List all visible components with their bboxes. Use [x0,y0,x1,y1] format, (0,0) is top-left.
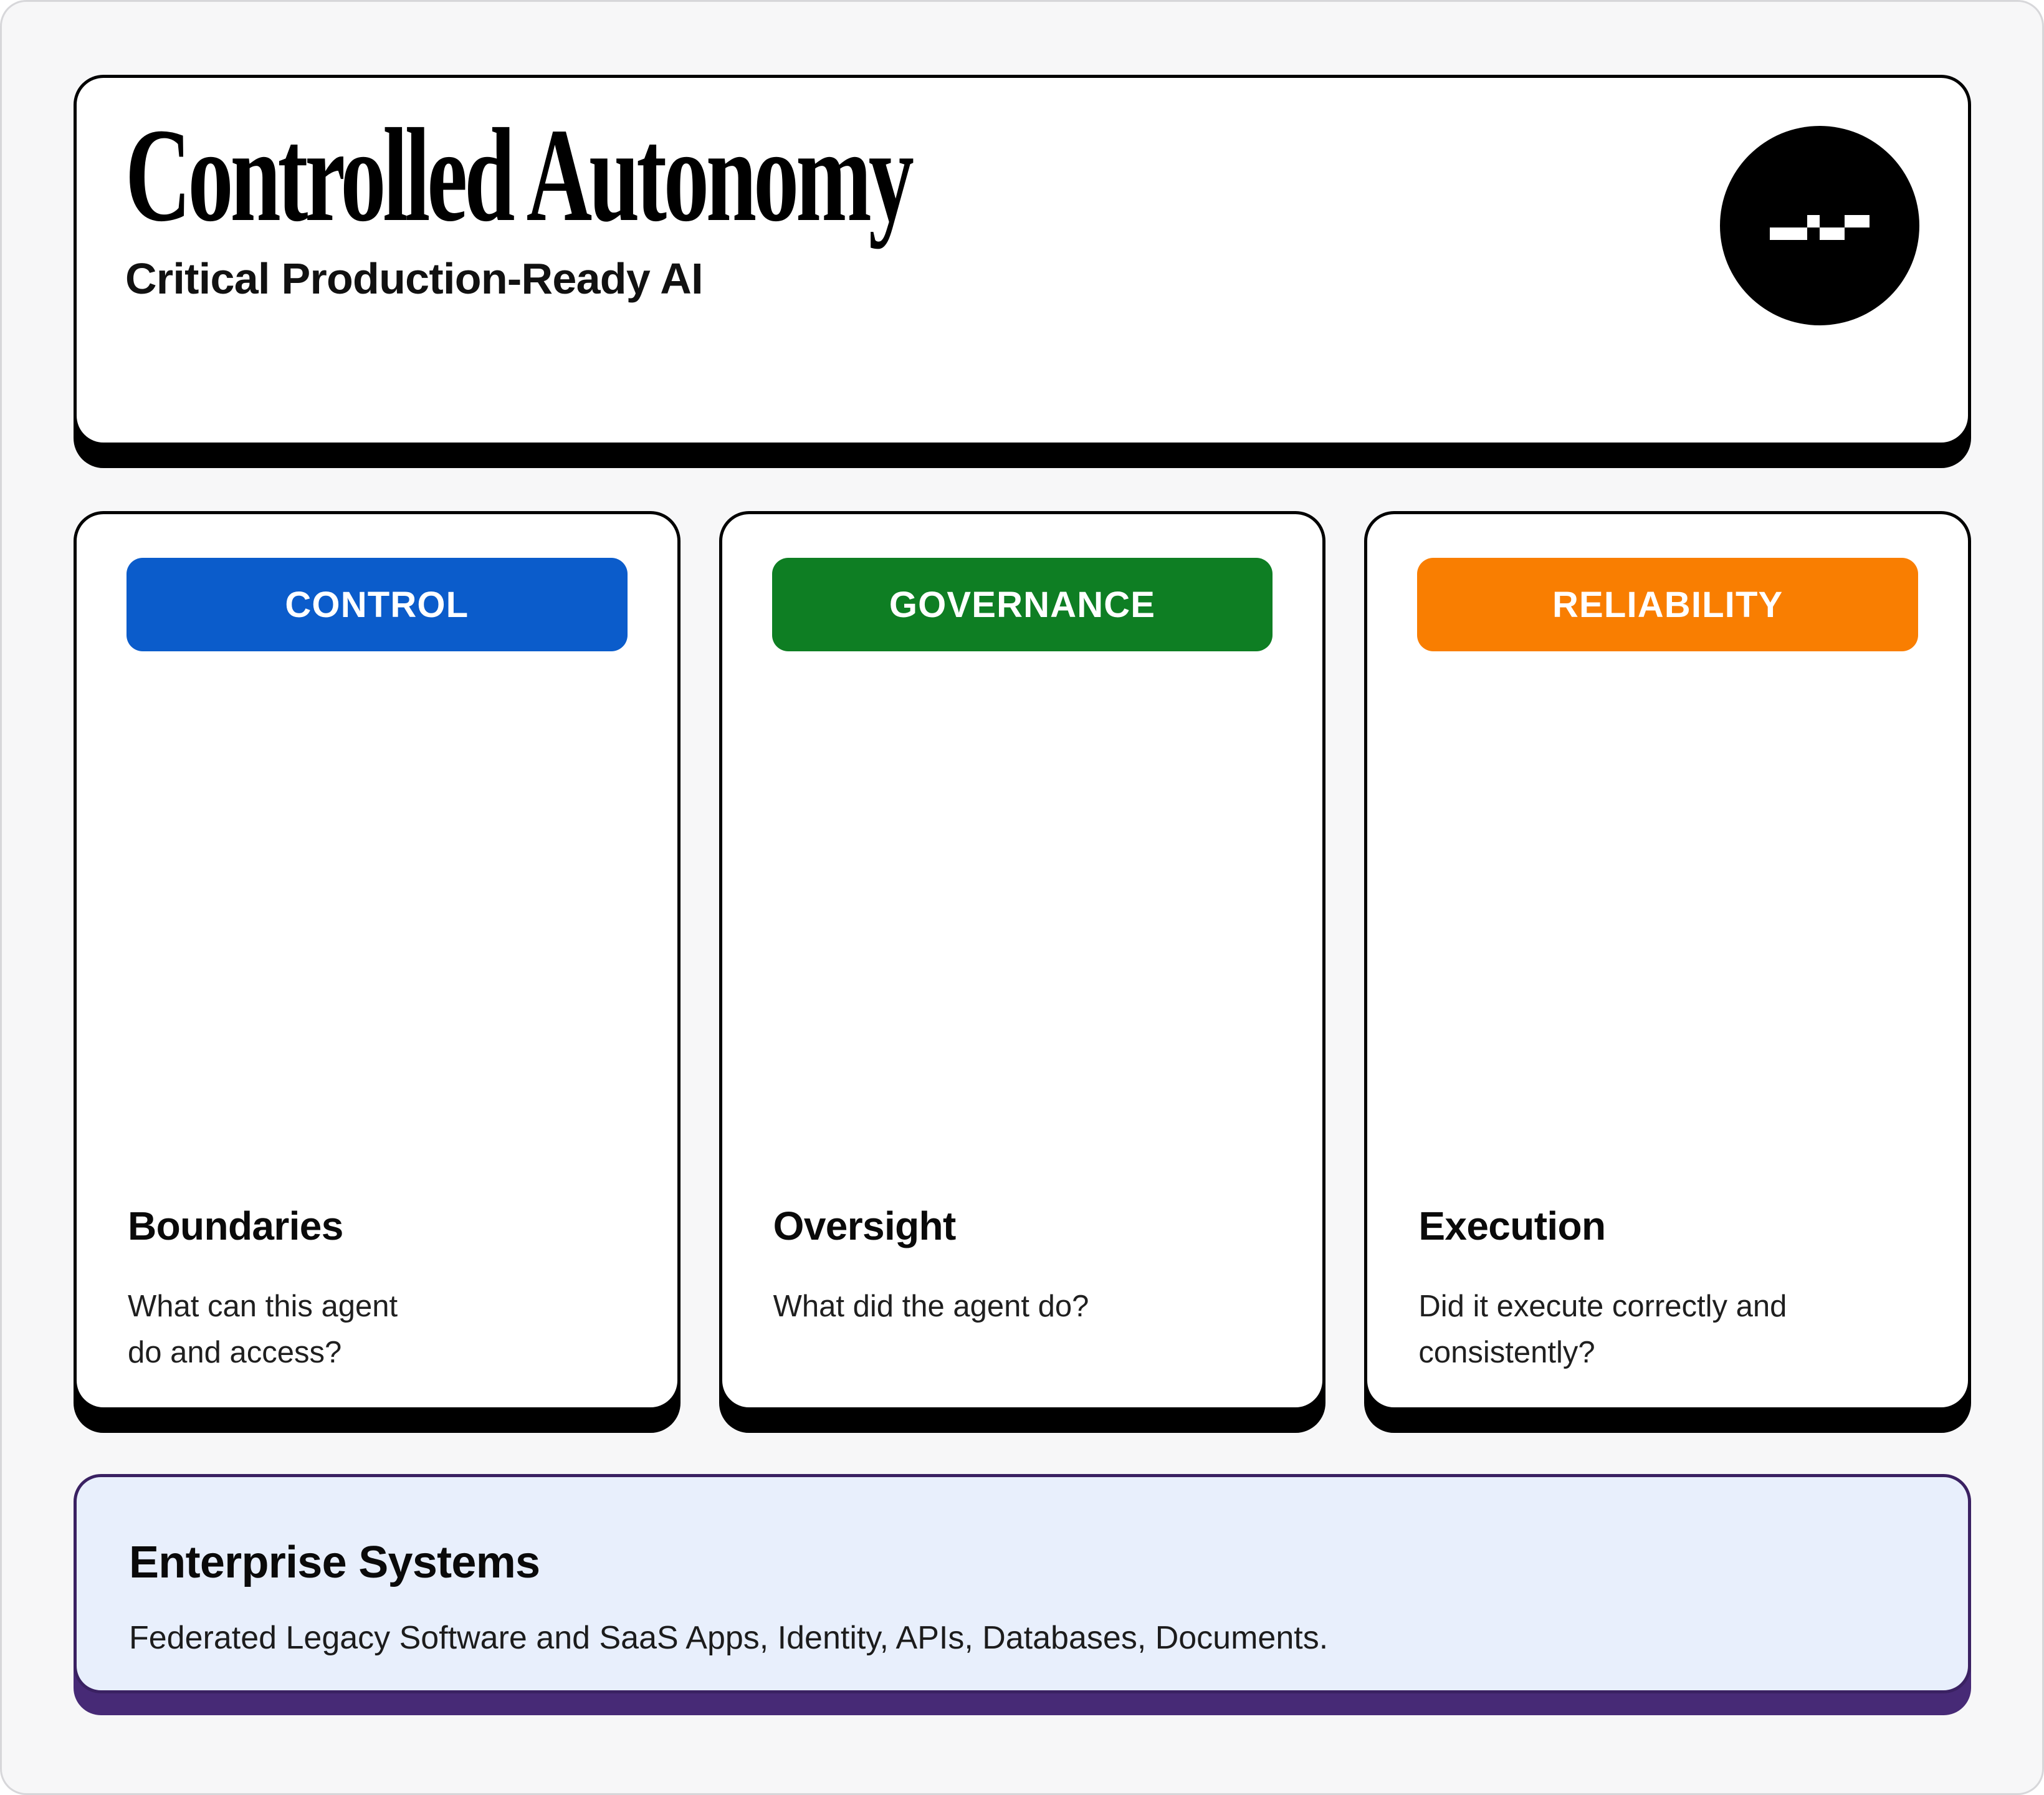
foundation-description: Federated Legacy Software and SaaS Apps,… [129,1620,1329,1656]
page-subtitle: Critical Production-Ready AI [125,254,704,304]
pillar-heading: Boundaries [128,1204,343,1248]
foundation-title: Enterprise Systems [129,1538,540,1587]
pixel-glitch-icon [1770,215,1870,240]
pillar-description: What can this agent do and access? [128,1290,398,1369]
pillars-row: CONTROL Boundaries What can this agent d… [74,511,1972,1410]
pillar-description: Did it execute correctly and consistentl… [1418,1290,1787,1369]
pillar-text-reliability: Execution Did it execute correctly and c… [1418,1203,1917,1376]
pillar-heading: Execution [1418,1204,1606,1248]
foundation-banner: Enterprise Systems Federated Legacy Soft… [74,1474,1971,1693]
control-badge: CONTROL [127,558,628,651]
pillar-text-control: Boundaries What can this agent do and ac… [128,1203,626,1376]
pillar-heading: Oversight [773,1204,957,1248]
header-card: Controlled Autonomy Critical Production-… [74,75,1971,446]
page-title: Controlled Autonomy [125,100,914,249]
pillar-description: What did the agent do? [773,1290,1089,1323]
governance-badge: GOVERNANCE [771,558,1273,651]
pillar-card-control: CONTROL Boundaries What can this agent d… [74,511,681,1410]
pillar-card-reliability: RELIABILITY Execution Did it execute cor… [1364,511,1972,1410]
logo-mark [1720,126,1919,325]
pillar-text-governance: Oversight What did the agent do? [773,1203,1272,1330]
pillar-card-governance: GOVERNANCE Oversight What did the agent … [719,511,1326,1410]
reliability-badge: RELIABILITY [1417,558,1919,651]
